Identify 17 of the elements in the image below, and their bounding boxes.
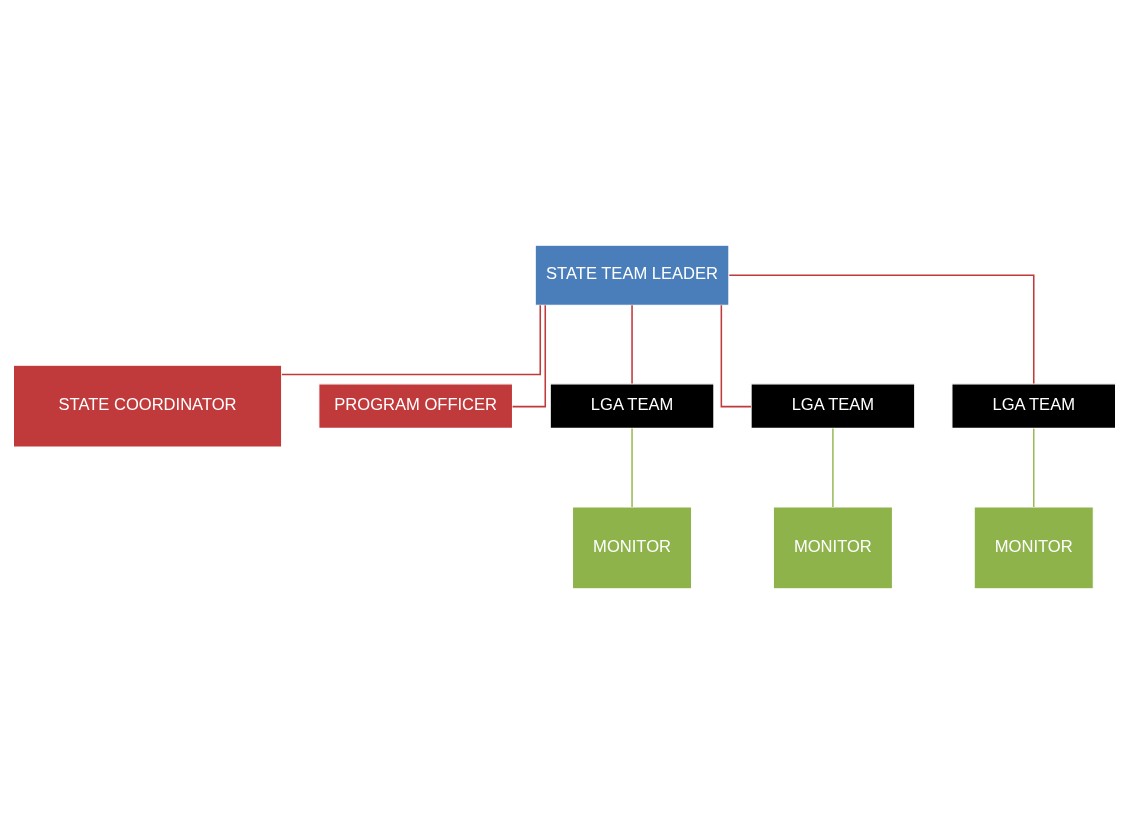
connector	[631, 303, 633, 384]
node-box: MONITOR	[772, 506, 893, 589]
connector	[511, 304, 547, 407]
connector	[1032, 427, 1035, 508]
connector	[281, 303, 542, 375]
connector	[631, 427, 633, 508]
connector	[728, 273, 1035, 384]
node-box: PROGRAM OFFICER	[318, 382, 513, 429]
node-box: STATE TEAM LEADER	[534, 244, 730, 306]
node-box: STATE COORDINATOR	[12, 364, 283, 448]
node-box: LGA TEAM	[750, 382, 916, 429]
connector	[832, 427, 834, 508]
node-box: LGA TEAM	[549, 382, 715, 429]
node-box: MONITOR	[572, 506, 693, 589]
node-box: LGA TEAM	[951, 382, 1117, 429]
node-box: MONITOR	[973, 506, 1094, 589]
connector	[720, 304, 752, 407]
